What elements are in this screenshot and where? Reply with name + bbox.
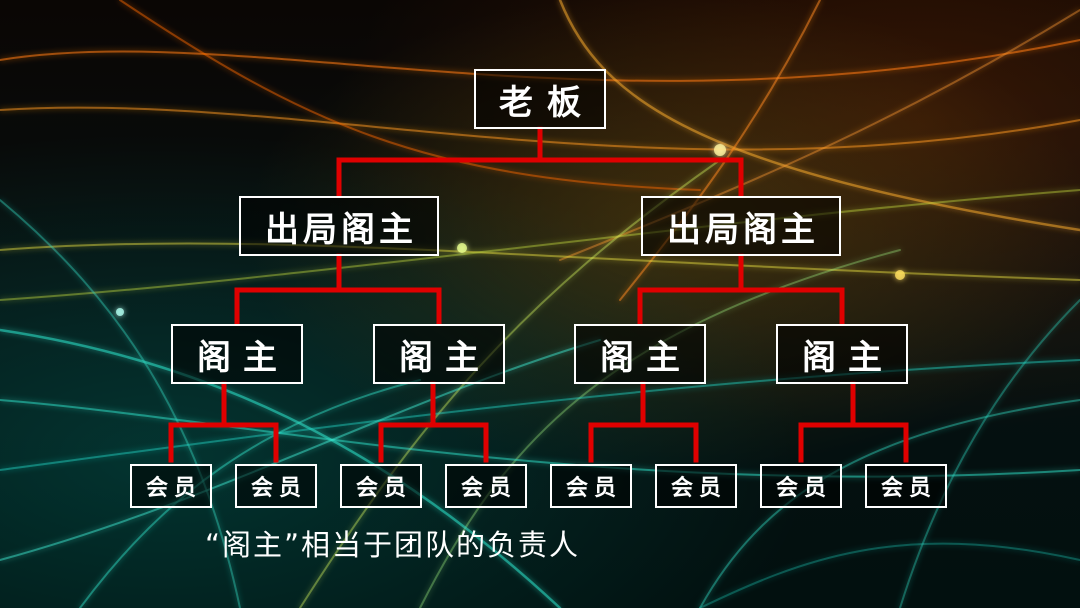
connector-chief-right — [637, 253, 845, 325]
connector-boss — [336, 126, 744, 197]
connector-leader-1 — [168, 381, 279, 463]
node-member-5: 会员 — [550, 464, 632, 508]
node-boss: 老板 — [474, 69, 606, 129]
node-leader-2: 阁主 — [373, 324, 505, 384]
connector-leader-2 — [378, 381, 489, 463]
connector-leader-4 — [798, 381, 909, 463]
node-member-1: 会员 — [130, 464, 212, 508]
node-leader-3: 阁主 — [574, 324, 706, 384]
node-leader-1: 阁主 — [171, 324, 303, 384]
node-chief-left: 出局阁主 — [239, 196, 439, 256]
connector-lines — [168, 126, 909, 463]
connector-chief-left — [234, 253, 442, 325]
caption-text: “阁主”相当于团队的负责人 — [205, 528, 581, 562]
node-member-3: 会员 — [340, 464, 422, 508]
node-member-4: 会员 — [445, 464, 527, 508]
node-member-6: 会员 — [655, 464, 737, 508]
node-chief-right: 出局阁主 — [641, 196, 841, 256]
node-member-2: 会员 — [235, 464, 317, 508]
node-leader-4: 阁主 — [776, 324, 908, 384]
node-member-7: 会员 — [760, 464, 842, 508]
node-member-8: 会员 — [865, 464, 947, 508]
connector-leader-3 — [588, 381, 699, 463]
